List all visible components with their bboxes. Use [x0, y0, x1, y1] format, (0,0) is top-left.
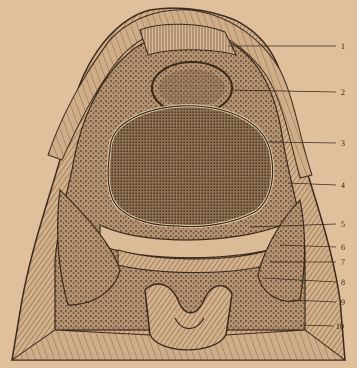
label-10: 10 — [336, 322, 344, 331]
label-1: 1 — [341, 42, 345, 51]
label-5: 5 — [341, 220, 345, 229]
label-7: 7 — [341, 258, 345, 267]
pedal-bone — [108, 106, 273, 227]
label-3: 3 — [341, 139, 345, 148]
label-2: 2 — [341, 88, 345, 97]
label-8: 8 — [341, 278, 345, 287]
label-9: 9 — [341, 298, 345, 307]
label-6: 6 — [341, 243, 345, 252]
label-4: 4 — [341, 181, 345, 190]
